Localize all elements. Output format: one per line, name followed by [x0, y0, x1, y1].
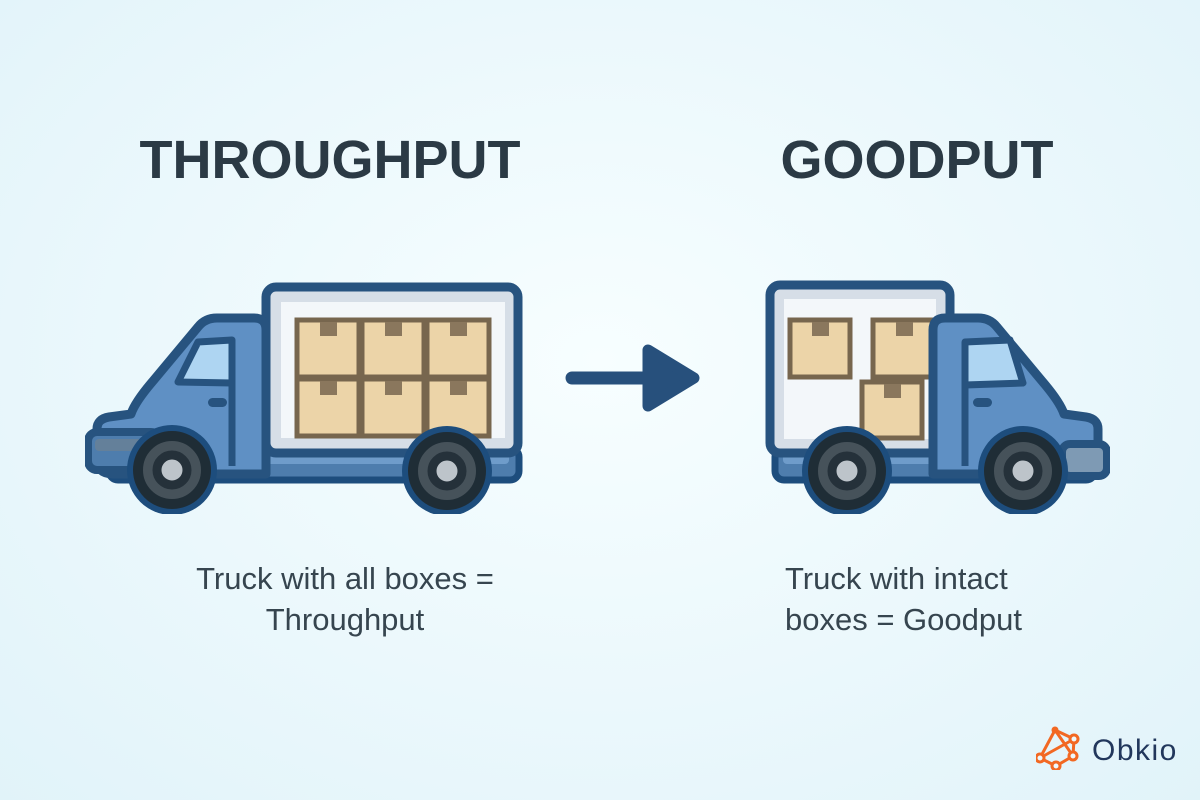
right-truck-wheels: [802, 426, 1068, 514]
box-tape-tabs: [812, 322, 913, 398]
throughput-caption: Truck with all boxes = Throughput: [115, 558, 575, 640]
caption-line: Truck with intact: [785, 561, 1008, 596]
box-tape-tabs: [320, 322, 467, 395]
throughput-title: THROUGHPUT: [139, 130, 521, 190]
caption-line: boxes = Goodput: [785, 602, 1022, 637]
caption-line: Throughput: [265, 602, 425, 637]
caption-line: Truck with all boxes =: [196, 561, 494, 596]
right-truck-windshield: [961, 336, 1027, 389]
goodput-title: GOODPUT: [780, 130, 1054, 190]
right-arrow-icon: [565, 344, 700, 412]
obkio-logo: Obkio: [1036, 726, 1178, 770]
right-truck-door-handle: [973, 398, 992, 407]
right-truck-illustration: [765, 280, 1110, 514]
left-truck-illustration: [85, 282, 523, 514]
obkio-wordmark: Obkio: [1092, 734, 1178, 767]
left-truck-boxes: [294, 317, 492, 439]
left-truck-door-handle: [208, 398, 227, 407]
network-graph-icon: [1036, 726, 1080, 770]
goodput-caption: Truck with intact boxes = Goodput: [785, 558, 1115, 640]
right-truck-bumper: [1058, 440, 1110, 480]
left-truck-wheels: [127, 425, 492, 514]
